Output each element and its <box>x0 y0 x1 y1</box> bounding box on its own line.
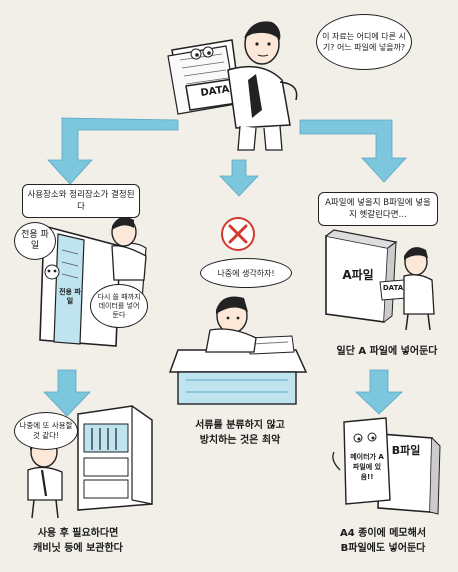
right-bottom-caption: A4 종이에 메모해서 B파일에도 넣어둔다 <box>339 528 427 554</box>
left-binder-figure <box>39 217 147 347</box>
center-figure <box>168 217 308 405</box>
center-speech-bubble: 나중에 생각하자! <box>200 258 292 288</box>
left-bottom-caption: 사용 후 필요하다면 캐비닛 등에 보관한다 <box>33 528 123 554</box>
left-binder-label: 전용 파일 <box>59 288 81 305</box>
right-data-label: DATA <box>382 284 404 292</box>
left-speech-right: 다시 쓸 때까지 데이터를 넣어 둔다 <box>90 284 148 328</box>
top-speech-bubble: 이 자료는 어디에 다른 시기? 어느 파일에 넣을까? <box>316 14 412 70</box>
right-memo-text: 메이터가 A파일에 있음!! <box>350 453 384 481</box>
right-file-a-label: A파일 <box>342 268 374 282</box>
top-figure <box>167 21 298 151</box>
top-speech-text: 이 자료는 어디에 다른 시기? 어느 파일에 넣을까? <box>322 32 406 52</box>
left-speech-small: 전용 파일 <box>14 222 56 260</box>
right-condition-box: A파일에 넣을지 B파일에 넣을지 헷갈린다면… <box>318 192 438 226</box>
right-file-a-figure <box>325 229 435 331</box>
flow-arrows <box>43 117 407 417</box>
center-caption: 서류를 분류하지 않고 방치하는 것은 최악 <box>195 420 285 446</box>
right-mid-caption: 일단 A 파일에 넣어둔다 <box>336 346 438 357</box>
left-bottom-speech: 나중에 또 사용할 것 같다! <box>14 412 78 450</box>
left-condition-box: 사용장소와 정리장소가 결정된다 <box>22 184 140 218</box>
right-file-b-figure <box>332 417 441 515</box>
right-file-b-label: B파일 <box>391 444 421 457</box>
